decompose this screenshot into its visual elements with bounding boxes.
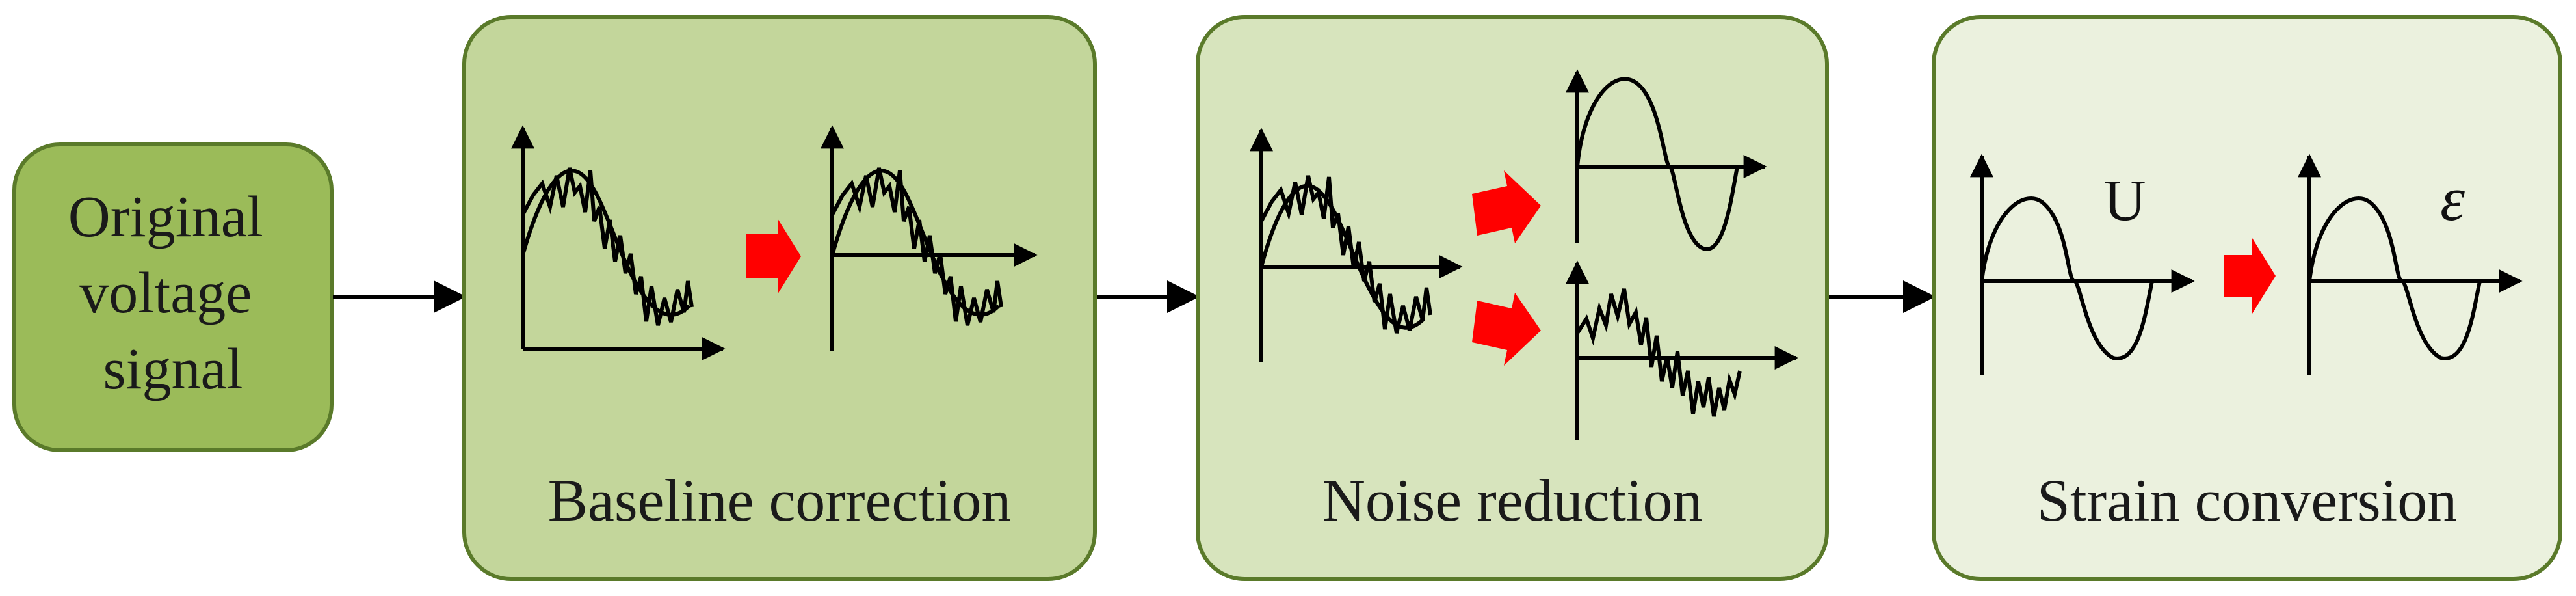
stage-2-title: Noise reduction — [1322, 467, 1702, 534]
plot-clean-signal — [1566, 69, 1767, 251]
plot-noise-component — [1566, 260, 1798, 440]
stage-1-title: Baseline correction — [548, 467, 1012, 534]
plot-strain-signal — [2298, 154, 2523, 375]
strain-symbol: ε — [2440, 164, 2465, 234]
source-label-line-3: signal — [103, 337, 243, 401]
transition-arrow-stage-1 — [746, 219, 801, 294]
transition-arrow-stage-3 — [2224, 238, 2276, 314]
plot-raw-signal-1 — [511, 125, 726, 360]
source-label: Original voltage signal — [68, 185, 278, 401]
stage-strain-conversion — [1932, 15, 2562, 581]
plot-baseline-corrected — [821, 125, 1038, 351]
source-label-line-1: Original — [68, 185, 263, 249]
plot-voltage-signal — [1970, 154, 2195, 375]
stage-baseline-correction — [462, 15, 1097, 581]
transition-arrow-to-noise — [1472, 293, 1541, 366]
transition-arrow-to-signal — [1472, 170, 1541, 243]
plot-noisy-input — [1250, 128, 1463, 362]
source-label-line-2: voltage — [79, 261, 252, 325]
stage-noise-reduction — [1196, 15, 1829, 581]
source-block — [12, 142, 334, 452]
voltage-symbol: U — [2104, 169, 2146, 233]
stage-3-title: Strain conversion — [2037, 467, 2457, 534]
